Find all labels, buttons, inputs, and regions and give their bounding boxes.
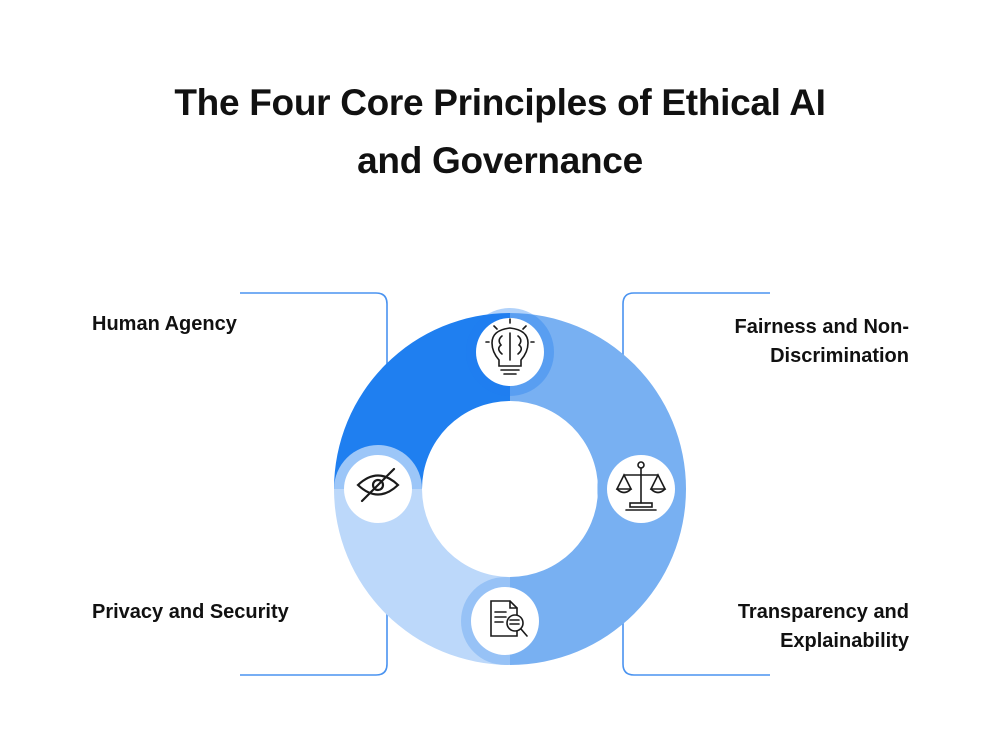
label-privacy: Privacy and Security — [92, 601, 289, 623]
label-fairness-line-2: Discrimination — [770, 345, 909, 367]
label-fairness: Fairness and Non- Discrimination — [735, 313, 909, 371]
eye-slash-icon — [344, 455, 412, 523]
connector-fairness — [622, 292, 770, 440]
connector-human-agency — [240, 292, 388, 440]
balance-scale-icon — [607, 455, 675, 523]
connector-privacy — [240, 540, 388, 676]
document-search-icon — [471, 587, 539, 655]
label-human-agency: Human Agency — [92, 313, 237, 335]
brain-lightbulb-icon — [476, 318, 544, 386]
label-fairness-line-1: Fairness and Non- — [734, 316, 909, 338]
title-line-2: and Governance — [357, 140, 643, 181]
label-transparency-line-1: Transparency and — [737, 601, 909, 623]
diagram-title: The Four Core Principles of Ethical AI a… — [0, 74, 1000, 190]
title-line-1: The Four Core Principles of Ethical AI — [174, 82, 826, 123]
connector-transparency — [622, 540, 770, 676]
label-transparency: Transparency and Explainability — [738, 598, 909, 656]
label-transparency-line-2: Explainability — [780, 630, 909, 652]
